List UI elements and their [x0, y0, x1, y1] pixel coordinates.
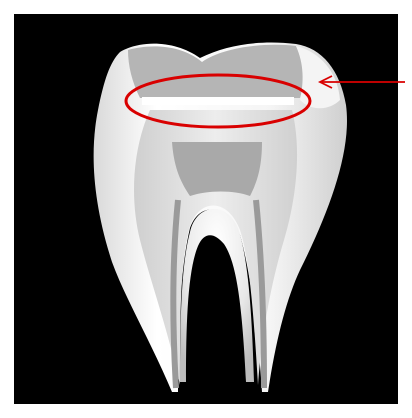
pulp-chamber	[172, 142, 262, 196]
restoration-line	[142, 97, 294, 105]
